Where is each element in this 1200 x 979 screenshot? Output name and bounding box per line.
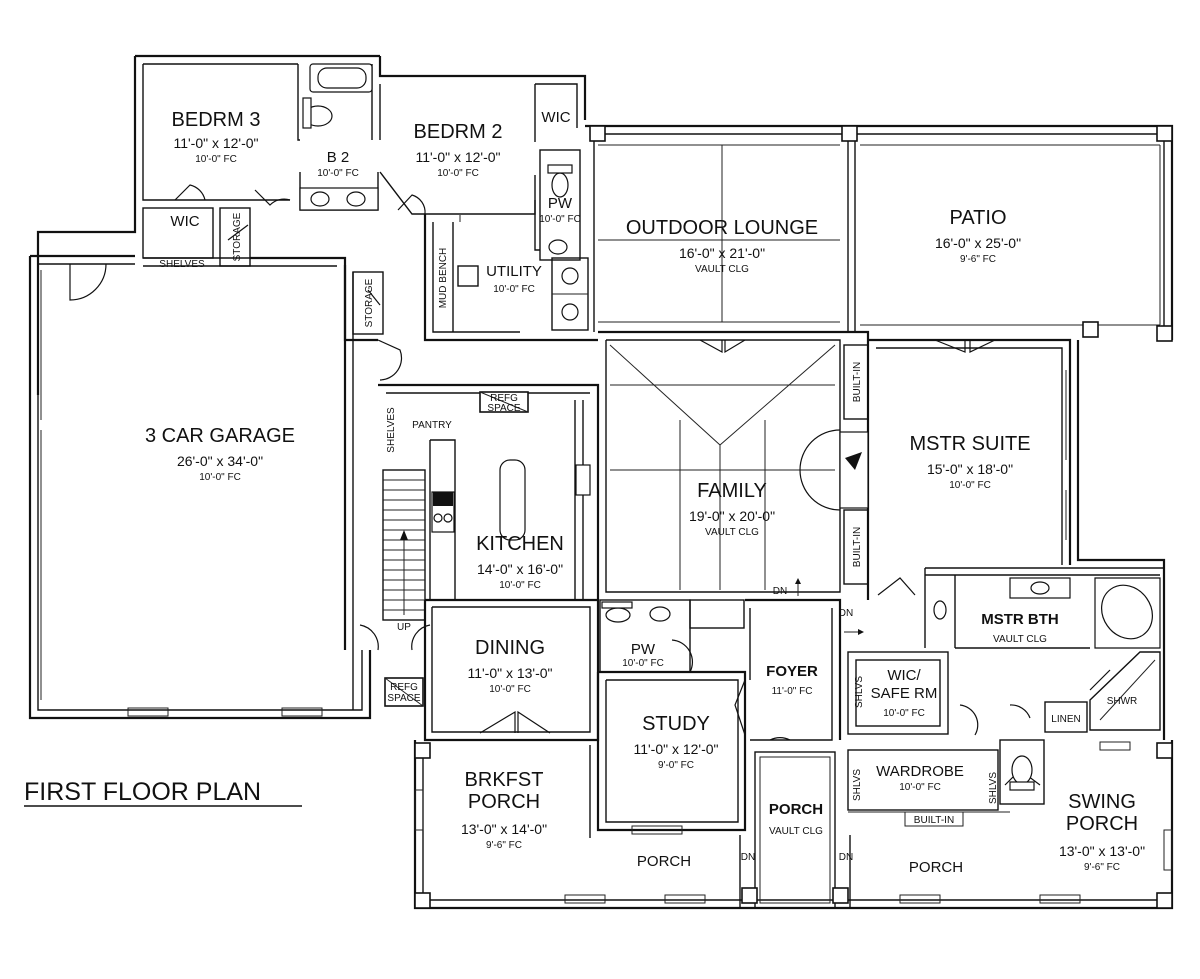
dining-dim: 11'-0" x 13'-0" xyxy=(467,665,552,681)
foyer-name: FOYER xyxy=(766,663,818,680)
refg-space-1-line1: REFG xyxy=(490,393,518,404)
bedrm3-dim: 11'-0" x 12'-0" xyxy=(173,135,258,151)
refg-space-2-line2: SPACE xyxy=(387,693,420,704)
brkfst-porch-ceiling: 9'-6" FC xyxy=(486,840,522,851)
brkfst-porch-dim: 13'-0" x 14'-0" xyxy=(461,821,547,837)
fixtures xyxy=(299,63,1050,791)
room-labels: BEDRM 3 11'-0" x 12'-0" 10'-0" FC B 2 10… xyxy=(145,109,1145,876)
study-ceiling: 9'-0" FC xyxy=(658,760,694,771)
utility-name: UTILITY xyxy=(486,263,542,280)
storage-2: STORAGE xyxy=(364,278,375,327)
garage-name: 3 CAR GARAGE xyxy=(145,425,295,447)
porch-center-ceiling: VAULT CLG xyxy=(769,826,823,837)
built-in-2: BUILT-IN xyxy=(852,527,863,567)
mstr-suite-ceiling: 10'-0" FC xyxy=(949,480,991,491)
mstr-bth-name: MSTR BTH xyxy=(981,611,1059,628)
wic-safe-line1: WIC/ xyxy=(887,667,921,684)
swing-porch-line1: SWING xyxy=(1068,791,1136,813)
bedrm2-dim: 11'-0" x 12'-0" xyxy=(415,149,500,165)
foyer-ceiling: 11'-0" FC xyxy=(772,686,813,697)
up-marker: UP xyxy=(397,622,411,633)
dining-ceiling: 10'-0" FC xyxy=(489,684,531,695)
porch-left-name: PORCH xyxy=(637,853,691,870)
mstr-suite-name: MSTR SUITE xyxy=(909,433,1030,455)
plan-title: FIRST FLOOR PLAN xyxy=(24,778,261,806)
brkfst-porch-line2: PORCH xyxy=(468,791,540,813)
family-dim: 19'-0" x 20'-0" xyxy=(689,508,775,524)
dn-marker-porch-left: DN xyxy=(741,852,755,863)
outdoor-lounge-dim: 16'-0" x 21'-0" xyxy=(679,245,765,261)
outdoor-lounge-ceiling: VAULT CLG xyxy=(695,264,749,275)
b2-ceiling: 10'-0" FC xyxy=(317,168,359,179)
refg-space-2-line1: REFG xyxy=(390,682,418,693)
kitchen-name: KITCHEN xyxy=(476,533,564,555)
shwr-name: SHWR xyxy=(1107,696,1138,707)
wic-safe-ceiling: 10'-0" FC xyxy=(883,708,925,719)
kitchen-dim: 14'-0" x 16'-0" xyxy=(477,561,563,577)
porch-center-name: PORCH xyxy=(769,801,823,818)
porch-posts xyxy=(414,125,1173,909)
dn-marker-porch-right: DN xyxy=(839,852,853,863)
bedrm2-ceiling: 10'-0" FC xyxy=(437,168,479,179)
mstr-suite-dim: 15'-0" x 18'-0" xyxy=(927,461,1013,477)
pw-mid-ceiling: 10'-0" FC xyxy=(622,658,664,669)
garage-ceiling: 10'-0" FC xyxy=(199,472,241,483)
pw-top-name: PW xyxy=(548,195,573,212)
shelves-top: SHELVES xyxy=(159,259,205,270)
bedrm2-name: BEDRM 2 xyxy=(414,121,503,143)
patio-dim: 16'-0" x 25'-0" xyxy=(935,235,1021,251)
porch-right-name: PORCH xyxy=(909,859,963,876)
family-name: FAMILY xyxy=(697,480,767,502)
pw-mid-name: PW xyxy=(631,641,656,658)
outdoor-lounge-name: OUTDOOR LOUNGE xyxy=(626,217,818,239)
stair-markers: UP DN DN DN DN xyxy=(397,578,864,863)
wardrobe-name: WARDROBE xyxy=(876,763,964,780)
wic-safe-line2: SAFE RM xyxy=(871,685,938,702)
shelves-pantry: SHELVES xyxy=(386,407,397,453)
utility-ceiling: 10'-0" FC xyxy=(493,284,535,295)
patio-ceiling: 9'-6" FC xyxy=(960,254,996,265)
swing-porch-ceiling: 9'-6" FC xyxy=(1084,862,1120,873)
built-in-1: BUILT-IN xyxy=(852,362,863,402)
garage-dim: 26'-0" x 34'-0" xyxy=(177,453,263,469)
brkfst-porch-line1: BRKFST xyxy=(465,769,544,791)
dining-name: DINING xyxy=(475,637,545,659)
family-ceiling: VAULT CLG xyxy=(705,527,759,538)
swing-porch-line2: PORCH xyxy=(1066,813,1138,835)
study-dim: 11'-0" x 12'-0" xyxy=(633,741,718,757)
wic-left-name: WIC xyxy=(170,213,199,230)
shlvs-1: SHLVS xyxy=(854,676,865,708)
doors xyxy=(69,184,1111,786)
pw-top-ceiling: 10'-0" FC xyxy=(539,214,581,225)
walls xyxy=(28,54,1174,910)
mud-bench: MUD BENCH xyxy=(438,248,449,309)
dn-marker-family: DN xyxy=(773,586,787,597)
study-name: STUDY xyxy=(642,713,710,735)
dn-marker-foyer: DN xyxy=(839,608,853,619)
patio-name: PATIO xyxy=(949,207,1006,229)
shlvs-2: SHLVS xyxy=(852,769,863,801)
built-in-3: BUILT-IN xyxy=(914,815,954,826)
wic-top-name: WIC xyxy=(541,109,570,126)
wardrobe-ceiling: 10'-0" FC xyxy=(899,782,941,793)
linen-name: LINEN xyxy=(1051,714,1080,725)
refg-space-1-line2: SPACE xyxy=(487,403,520,414)
storage-1: STORAGE xyxy=(232,212,243,261)
mstr-bth-ceiling: VAULT CLG xyxy=(993,634,1047,645)
kitchen-ceiling: 10'-0" FC xyxy=(499,580,541,591)
bedrm3-ceiling: 10'-0" FC xyxy=(195,154,237,165)
bedrm3-name: BEDRM 3 xyxy=(172,109,261,131)
b2-name: B 2 xyxy=(327,149,350,166)
pantry-name: PANTRY xyxy=(412,420,452,431)
swing-porch-dim: 13'-0" x 13'-0" xyxy=(1059,843,1145,859)
shlvs-3: SHLVS xyxy=(988,772,999,804)
